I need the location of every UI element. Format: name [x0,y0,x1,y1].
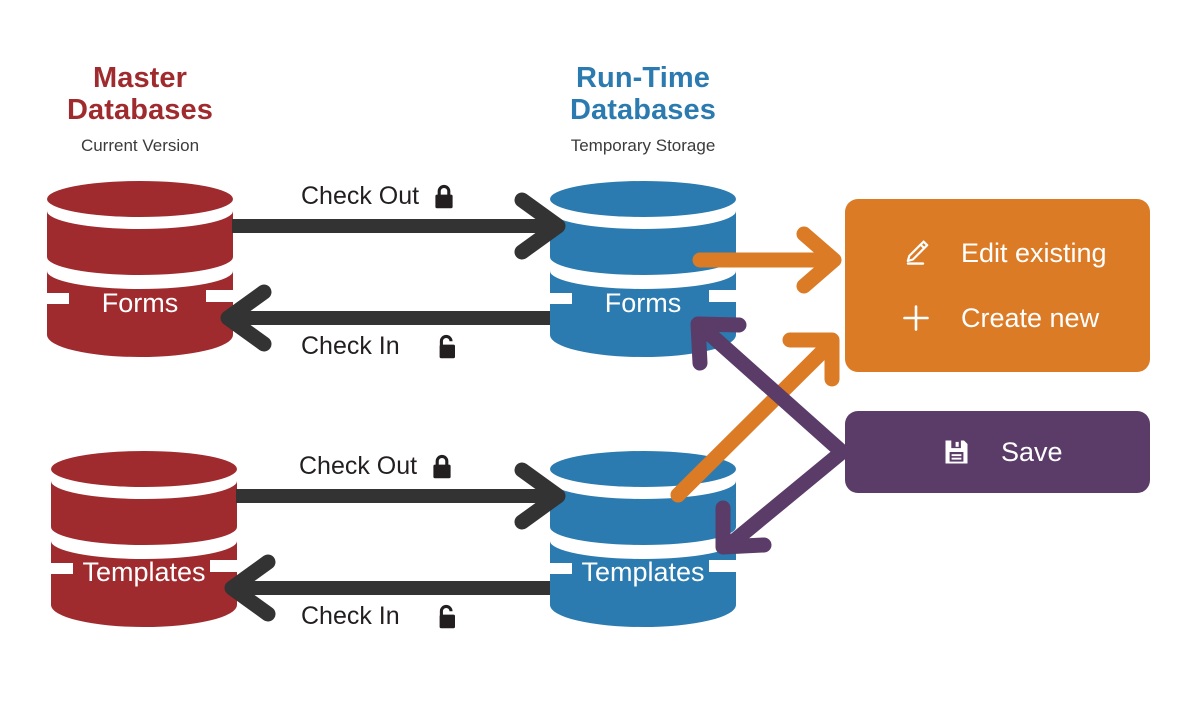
column-title-line1: Run-Time [576,62,710,94]
arrow-runtime-templates-to-edit [670,332,840,503]
arrow-runtime-forms-to-edit [692,226,842,294]
edge-label-text: Check Out [301,182,420,210]
edge-label-text: Check Out [299,452,418,480]
column-title-line2: Databases [67,94,213,127]
save-label: Save [1001,436,1063,467]
floppy-disk-icon [929,438,983,466]
save-row[interactable]: Save [889,437,1106,468]
database-master-forms [47,181,233,357]
edit-existing-label: Edit existing [961,237,1107,268]
column-header-runtime: Run-Time Databases Temporary Storage [493,62,793,156]
arrow-save-to-runtime-forms [690,316,850,460]
edge-label-check-in-templates: Check In [301,602,458,631]
pencil-icon [889,238,943,268]
edit-panel[interactable]: Edit existing Create new [845,199,1150,372]
edit-existing-row[interactable]: Edit existing [889,237,1107,269]
column-title-line2: Databases [570,94,716,127]
arrow-check-in-templates [224,554,550,622]
edge-label-text: Check In [301,332,400,360]
lock-closed-icon [433,183,455,210]
edge-label-text: Check In [301,602,400,630]
create-new-row[interactable]: Create new [889,303,1106,334]
column-title-line1: Master [92,62,188,94]
create-new-label: Create new [961,302,1100,333]
edge-label-check-in-forms: Check In [301,332,458,361]
column-subtitle-master: Current Version [80,135,200,155]
edge-label-check-out-forms: Check Out [301,182,455,211]
column-title-master: Master Databases [0,62,290,127]
edge-label-check-out-templates: Check Out [299,452,453,481]
lock-open-icon [434,603,458,630]
arrow-save-to-runtime-templates [715,444,850,555]
database-master-templates [51,451,237,627]
arrow-check-out-forms [232,192,566,260]
plus-icon [889,303,943,333]
column-subtitle-runtime: Temporary Storage [570,135,716,155]
lock-closed-icon [431,453,453,480]
arrow-check-out-templates [236,462,566,530]
database-runtime-templates [550,451,736,627]
save-panel[interactable]: Save [845,411,1150,493]
arrow-check-in-forms [220,284,550,352]
column-title-runtime: Run-Time Databases [493,62,793,127]
lock-open-icon [434,333,458,360]
column-header-master: Master Databases Current Version [0,62,290,156]
